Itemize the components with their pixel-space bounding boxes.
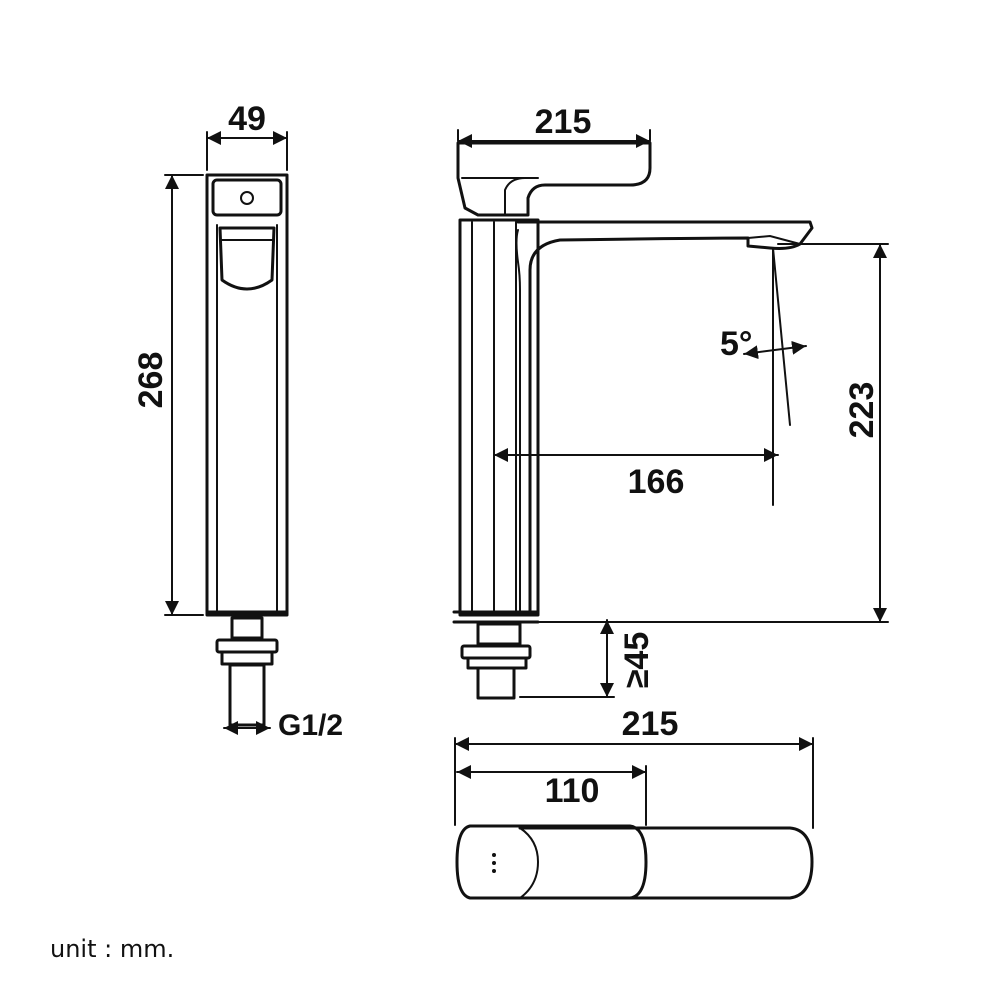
unit-label: unit : mm. <box>50 935 174 963</box>
top-spout <box>518 826 814 900</box>
front-width-label: 215 <box>535 103 592 141</box>
thread-label: G1/2 <box>278 709 343 742</box>
reach-label: 166 <box>628 463 685 501</box>
side-height-label: 268 <box>132 352 170 409</box>
front-view: 5° 215 166 223 ≥45 <box>452 103 889 700</box>
side-width-label: 49 <box>228 100 266 138</box>
front-column <box>458 218 540 617</box>
shank-label: ≥45 <box>618 632 656 688</box>
front-spout <box>516 220 814 614</box>
top-handle <box>455 824 648 900</box>
side-handle <box>211 178 283 217</box>
top-overall-label: 215 <box>622 705 679 743</box>
side-body <box>205 173 289 617</box>
spout-height-label: 223 <box>843 382 881 439</box>
side-view: 49 268 G1/2 <box>132 100 343 742</box>
top-view: 215 110 <box>454 705 814 900</box>
front-handle <box>456 141 652 217</box>
top-handle-label: 110 <box>545 772 600 810</box>
angle-label: 5° <box>720 325 753 363</box>
